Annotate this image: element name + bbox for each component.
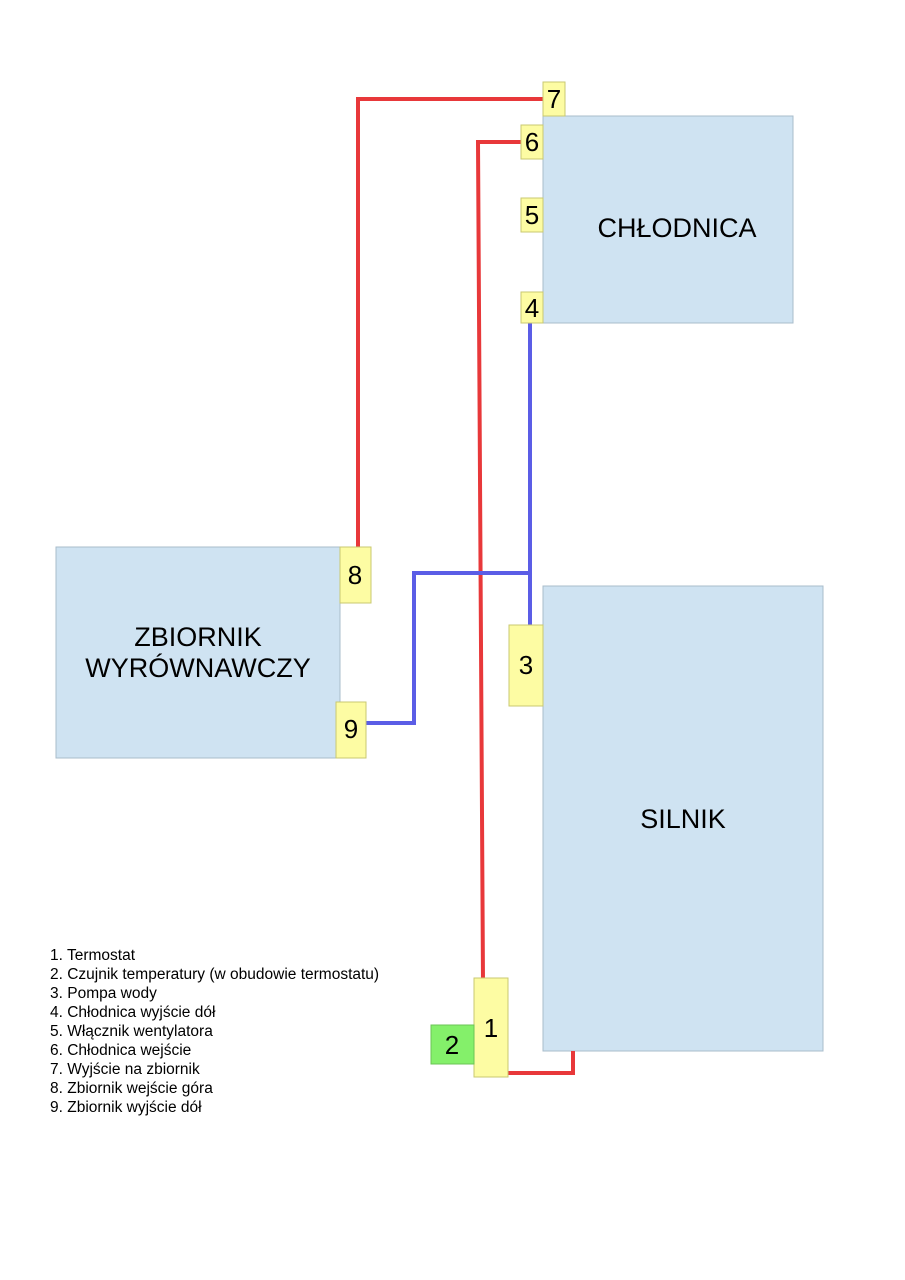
svg-text:2: 2 xyxy=(445,1030,459,1060)
svg-text:1: 1 xyxy=(484,1013,498,1043)
tank-label-line2: WYRÓWNAWCZY xyxy=(85,652,310,683)
svg-text:4: 4 xyxy=(525,293,539,323)
hose-7-to-8 xyxy=(356,97,545,548)
legend-item: 6. Chłodnica wejście xyxy=(50,1042,192,1059)
engine-label: SILNIK xyxy=(640,804,726,834)
legend-item: 7. Wyjście na zbiornik xyxy=(50,1061,200,1078)
radiator-block xyxy=(542,115,794,324)
radiator-label: CHŁODNICA xyxy=(597,213,756,243)
hose-9-to-3 xyxy=(366,571,530,725)
port-4: 4 xyxy=(520,291,544,324)
legend-item: 1. Termostat xyxy=(50,947,136,964)
svg-text:7: 7 xyxy=(547,84,561,114)
port-8: 8 xyxy=(339,546,372,604)
legend-item: 8. Zbiornik wejście góra xyxy=(50,1080,213,1097)
svg-text:9: 9 xyxy=(344,714,358,744)
svg-text:3: 3 xyxy=(519,650,533,680)
legend-item: 5. Włącznik wentylatora xyxy=(50,1023,213,1040)
port-2-temperature-sensor: 2 xyxy=(430,1024,475,1065)
port-6: 6 xyxy=(520,124,544,160)
engine-block xyxy=(542,585,824,1052)
hose-6-to-1 xyxy=(475,140,523,983)
port-1-thermostat: 1 xyxy=(473,977,509,1078)
legend: 1. Termostat 2. Czujnik temperatury (w o… xyxy=(50,946,379,1117)
port-7: 7 xyxy=(542,81,566,117)
expansion-tank-block xyxy=(55,546,341,759)
svg-text:6: 6 xyxy=(525,127,539,157)
tank-label-line1: ZBIORNIK xyxy=(134,622,262,652)
legend-item: 2. Czujnik temperatury (w obudowie termo… xyxy=(50,966,380,983)
port-9: 9 xyxy=(335,701,367,759)
legend-item: 3. Pompa wody xyxy=(50,985,157,1002)
svg-text:5: 5 xyxy=(525,200,539,230)
legend-item: 4. Chłodnica wyjście dół xyxy=(50,1004,216,1021)
port-3-water-pump: 3 xyxy=(508,624,544,707)
legend-item: 9. Zbiornik wyjście dół xyxy=(50,1099,202,1116)
svg-text:8: 8 xyxy=(348,560,362,590)
port-5: 5 xyxy=(520,197,544,233)
hose-1-to-engine xyxy=(508,1051,575,1075)
